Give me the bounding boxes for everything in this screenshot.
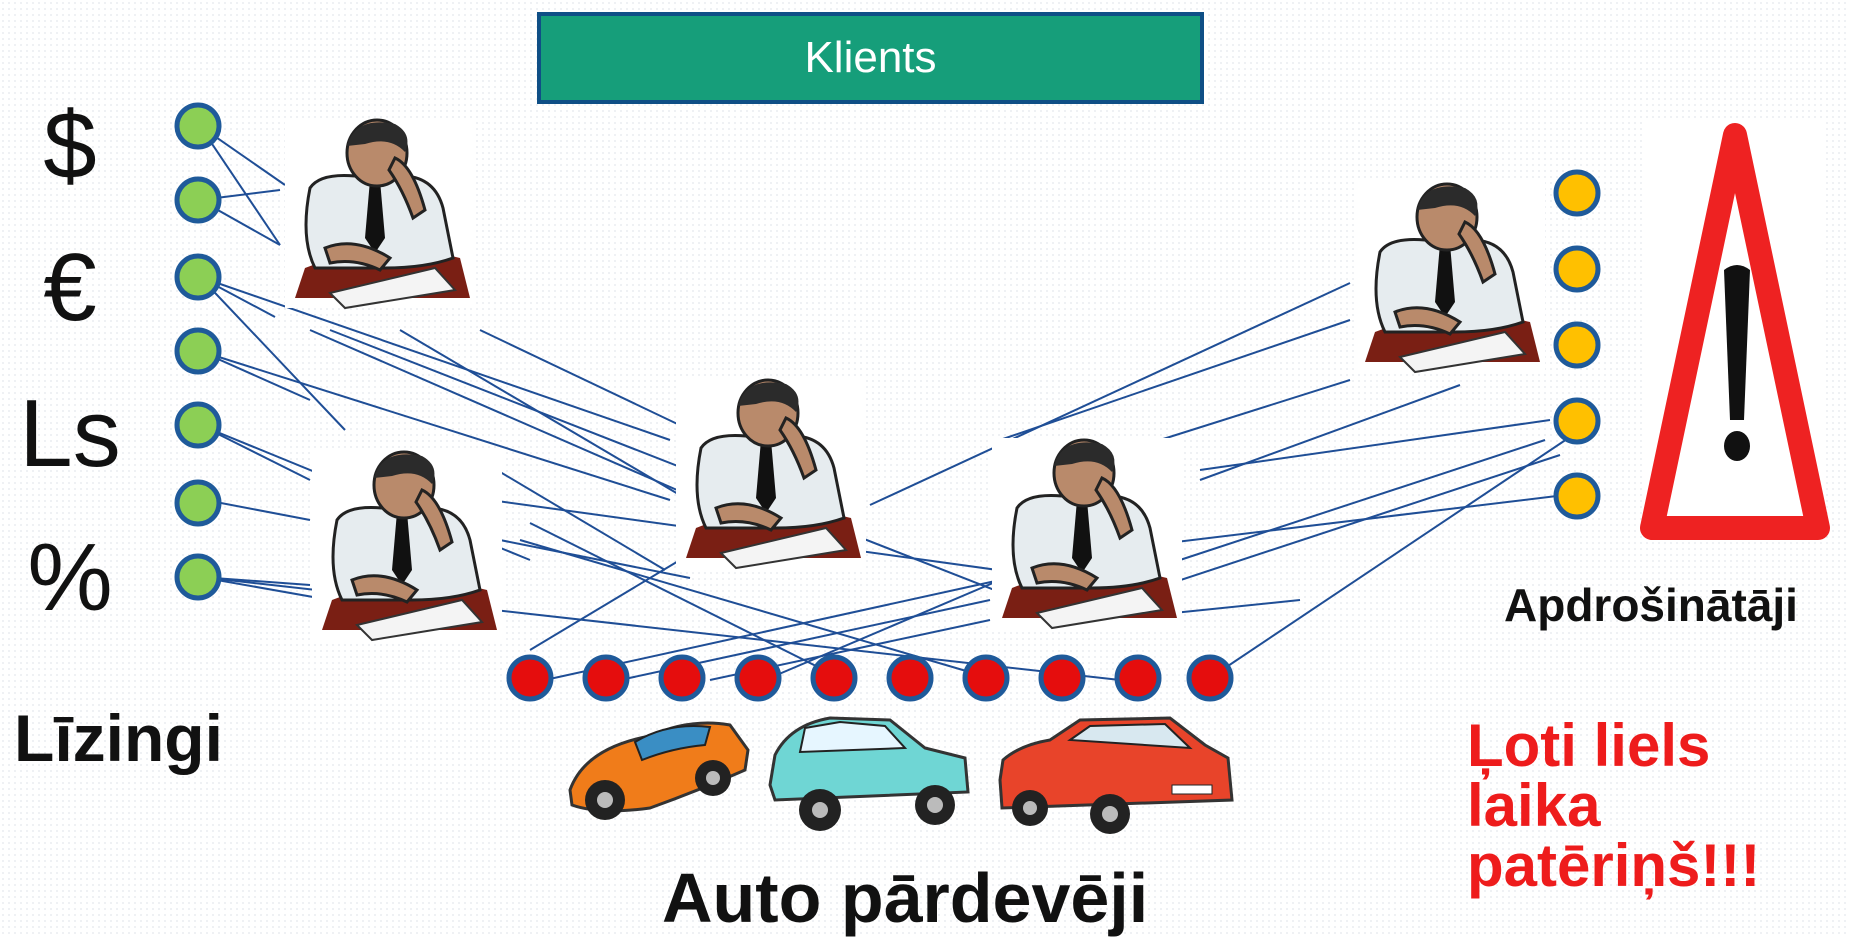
warning-line: laika [1467,772,1601,839]
dealers-label: Auto pārdevēji [662,859,1149,937]
dealer-node [813,657,855,699]
agent-icon [310,448,504,642]
dealer-node [1189,657,1231,699]
leasing-nodes [177,105,219,598]
agent-icon [1353,180,1547,374]
agent-icon [674,376,868,570]
insurer-node [1556,248,1598,290]
warning-line: patēriņš!!! [1467,832,1761,899]
insurer-node [1556,400,1598,442]
red-sedan-icon [998,716,1234,834]
dealer-nodes [509,657,1231,699]
warning-line: Ļoti liels [1467,712,1711,779]
dealer-node [1117,657,1159,699]
leasing-node [177,256,219,298]
dealer-node [1041,657,1083,699]
insurer-node [1556,324,1598,366]
dealer-node [585,657,627,699]
warning-text: Ļoti liels laika patēriņš!!! [1467,716,1837,896]
insurers-label: Apdrošinātāji [1504,579,1798,631]
dealer-node [889,657,931,699]
dealer-node [965,657,1007,699]
dealer-node [737,657,779,699]
currency-euro: € [43,234,97,341]
agent-icon [283,116,477,310]
insurer-nodes [1556,172,1598,517]
leasing-label: Līzingi [14,701,223,775]
currency-percent: % [27,524,113,631]
insurer-node [1556,172,1598,214]
warning-triangle-icon [1640,120,1830,540]
dealer-node [661,657,703,699]
title-text: Klients [804,33,937,82]
title-box: Klients [537,12,1204,104]
leasing-node [177,330,219,372]
leasing-node [177,556,219,598]
currency-lats: Ls [19,380,121,487]
leasing-node [177,105,219,147]
agent-icon [990,436,1184,630]
leasing-node [177,179,219,221]
insurer-node [1556,475,1598,517]
orange-sports-car-icon [568,721,750,820]
currency-dollar: $ [43,92,97,199]
leasing-node [177,404,219,446]
leasing-node [177,482,219,524]
dealer-node [509,657,551,699]
teal-hatchback-icon [768,716,970,831]
